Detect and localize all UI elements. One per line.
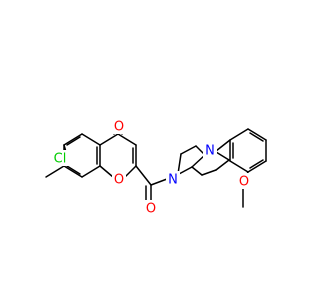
bond [99,165,114,178]
bond [124,165,137,178]
bond [81,165,101,178]
carbonyl-oxygen-label: O [114,120,124,135]
bond [247,160,267,173]
carbonyl-oxygen-label-mask [112,118,126,134]
bond [229,160,249,173]
bond [247,128,267,141]
bond [180,145,197,155]
methoxy-oxygen-label: O [239,175,249,190]
bond-layer [45,126,267,208]
atom-label-layer: O Cl O O N N O [50,118,251,217]
aromatic-inner-bond [66,136,81,146]
aromatic-inner-bond [66,165,81,175]
molecule-structure-drawing: O Cl O O N N O [45,118,267,217]
ring-oxygen-label: O [114,173,124,188]
bond [63,165,83,178]
chlorine-label-mask [50,150,70,166]
methoxy-oxygen-label-mask [237,173,251,189]
bond [135,165,152,186]
bond [117,133,137,146]
bond [99,133,119,146]
ring-oxygen-label-mask [112,171,126,187]
bond [215,151,230,161]
piperazine-n1-label: N [168,173,178,188]
bond [191,154,206,168]
bond [201,169,217,176]
aromatic-inner-bond [249,159,264,169]
bond [63,133,83,146]
methyl-bond [45,165,65,178]
bond [178,166,193,175]
piperazine-n4-label: N [205,144,215,159]
bond [215,139,231,152]
piperazine-n4-label-mask [203,142,217,158]
bond [81,133,101,146]
chlorine-label: Cl [54,152,67,167]
bond [177,153,182,175]
piperazine-n1-label-mask [166,171,180,187]
amide-oxygen-label: O [146,202,156,217]
bond [191,166,203,176]
bond [150,178,168,186]
aromatic-inner-bond [249,132,264,142]
bond [229,128,249,141]
bond [215,159,230,171]
amide-oxygen-label-mask [144,200,158,216]
